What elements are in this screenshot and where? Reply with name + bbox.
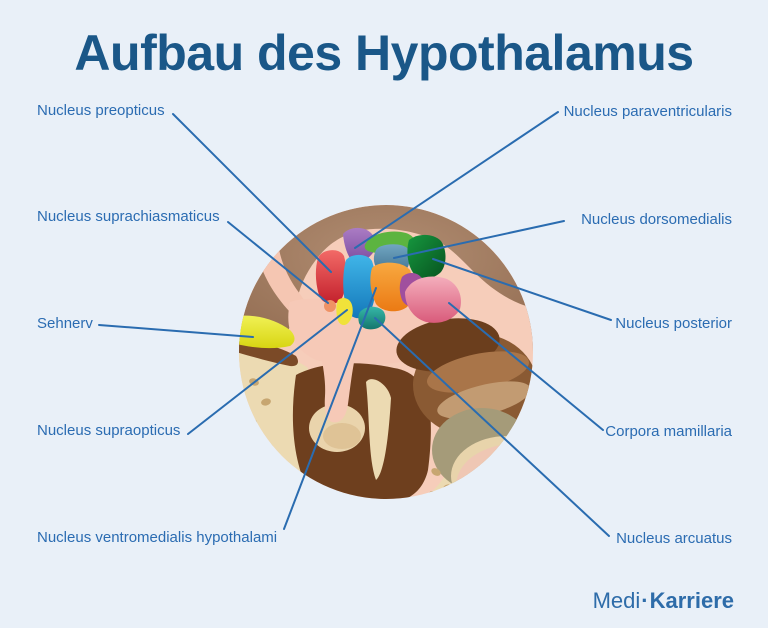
tuberal-blue-shape	[343, 254, 376, 319]
label-nucleus-arcuatus: Nucleus arcuatus	[616, 530, 732, 547]
leader-line-posterior	[432, 258, 612, 321]
leader-line-suprachiasmaticus	[227, 221, 329, 304]
leader-line-paraventricularis	[354, 111, 559, 249]
leader-line-supraopticus	[187, 309, 348, 435]
leader-line-arcuatus	[374, 317, 610, 537]
logo-dot: ·	[641, 588, 649, 613]
leader-line-sehnerv	[98, 324, 254, 338]
brain-dome	[239, 205, 533, 352]
midbrain-tan-streak	[437, 381, 531, 419]
label-nucleus-posterior: Nucleus posterior	[615, 315, 732, 332]
pituitary-gland-shade	[323, 423, 361, 449]
logo-karriere: Karriere	[649, 588, 734, 613]
medi-karriere-logo: Medi·Karriere	[593, 588, 734, 614]
label-nucleus-preopticus: Nucleus preopticus	[37, 102, 165, 119]
label-nucleus-supraopticus: Nucleus supraopticus	[37, 422, 181, 439]
label-nucleus-suprachiasmaticus: Nucleus suprachiasmaticus	[37, 208, 220, 225]
leader-line-dorsomedialis	[393, 220, 565, 259]
corpora-mamillaria-shape	[405, 276, 461, 323]
label-nucleus-ventromedialis: Nucleus ventromedialis hypothalami	[37, 529, 278, 546]
pons-cream-edge	[451, 436, 533, 499]
nucleus-arcuatus-shape	[358, 306, 386, 330]
label-nucleus-dorsomedialis: Nucleus dorsomedialis	[581, 211, 732, 228]
label-corpora-mamillaria: Corpora mamillaria	[605, 423, 732, 440]
label-sehnerv: Sehnerv	[37, 315, 93, 332]
optic-nerve-shape	[239, 315, 295, 349]
leader-line-mamillaria	[448, 302, 604, 431]
brain-section-circle	[239, 205, 533, 499]
dorsum-sellae-ridge	[366, 379, 391, 480]
logo-medi: Medi	[592, 588, 641, 613]
leader-lines	[98, 111, 612, 537]
leader-line-ventromedialis	[283, 287, 377, 530]
nucleus-posterior-shape	[407, 234, 446, 279]
leader-line-preopticus	[172, 113, 332, 273]
label-nucleus-paraventricularis: Nucleus paraventricularis	[563, 103, 732, 120]
diagram-title: Aufbau des Hypothalamus	[74, 25, 694, 81]
